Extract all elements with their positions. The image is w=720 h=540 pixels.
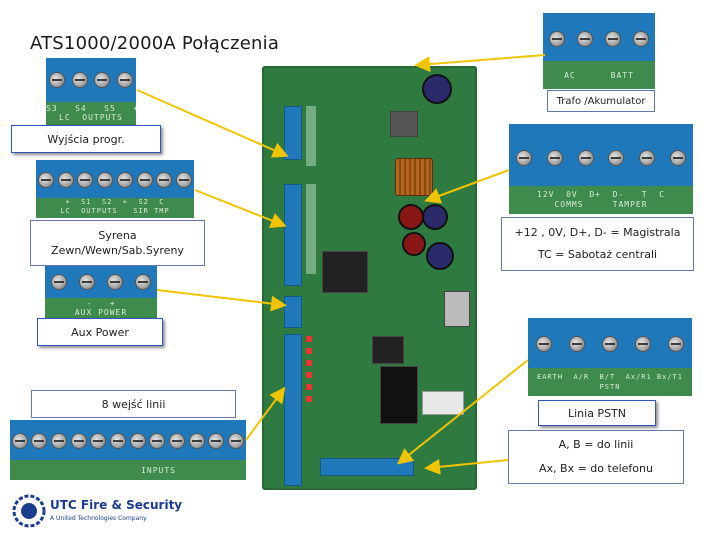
outputs-label: Wyjścia progr. (11, 125, 161, 153)
board-chip (372, 336, 404, 364)
inputs-terminal-label: INPUTS (10, 466, 246, 475)
bus-label: +12 , 0V, D+, D- = Magistrala TC = Sabot… (501, 217, 694, 271)
power-terminal-photo: AC BATT (543, 13, 655, 89)
board-led (306, 372, 312, 378)
board-capacitor (402, 232, 426, 256)
board-led (306, 360, 312, 366)
board-led (306, 336, 312, 342)
utc-globe-icon (12, 494, 46, 528)
pstn-terminal-photo: EARTH A/R B/T Ax/R1 Bx/T1 PSTN (528, 318, 692, 396)
board-capacitor (422, 204, 448, 230)
power-label-text: Trafo /Akumulator (557, 94, 646, 109)
board-relay (422, 391, 464, 415)
arrow-power (418, 55, 545, 65)
pstn-label-text: Linia PSTN (568, 406, 626, 421)
board-chip (322, 251, 368, 293)
aux-label-text: Aux Power (71, 325, 129, 340)
pstn-terminal-label: EARTH A/R B/T Ax/R1 Bx/T1 PSTN (528, 372, 692, 392)
board-capacitor (426, 242, 454, 270)
control-panel-board (262, 66, 477, 490)
board-silkscreen (306, 184, 316, 274)
inputs-label-text: 8 wejść linii (102, 397, 166, 412)
aux-terminal-label: - + AUX POWER (45, 299, 157, 317)
pstn-description-line1: A, B = do linii (559, 433, 634, 457)
board-led (306, 384, 312, 390)
lc-outputs-terminal-photo: S3 S4 S5 + LC OUTPUTS (46, 58, 136, 126)
board-terminal-siren (284, 184, 302, 286)
pstn-description-line2: Ax, Bx = do telefonu (539, 457, 653, 481)
siren-label: Syrena Zewn/Wewn/Sab.Syreny (30, 220, 205, 266)
inputs-terminal-photo: INPUTS (10, 420, 246, 480)
comms-terminal-photo: 12V 0V D+ D- T C COMMS TAMPER (509, 124, 693, 214)
board-terminal-inputs (284, 334, 302, 486)
bus-label-line2: TC = Sabotaż centrali (538, 244, 657, 266)
page-title: ATS1000/2000A Połączenia (30, 33, 279, 54)
outputs-label-text: Wyjścia progr. (47, 132, 124, 147)
comms-terminal-label: 12V 0V D+ D- T C COMMS TAMPER (509, 190, 693, 210)
aux-terminal-photo: - + AUX POWER (45, 264, 157, 318)
siren-label-line2: Zewn/Wewn/Sab.Syreny (51, 243, 184, 258)
board-coil (395, 158, 433, 196)
bus-label-line1: +12 , 0V, D+, D- = Magistrala (515, 222, 681, 244)
board-terminal-outputs (284, 106, 302, 160)
power-terminal-label: AC BATT (543, 71, 655, 80)
board-terminal-aux (284, 296, 302, 328)
pstn-label: Linia PSTN (538, 400, 656, 426)
aux-label: Aux Power (37, 318, 163, 346)
utc-logo: UTC Fire & Security A United Technologie… (12, 492, 212, 532)
board-led (306, 348, 312, 354)
board-heatsink (444, 291, 470, 327)
board-silkscreen (306, 106, 316, 166)
board-regulator (390, 111, 418, 137)
logo-name: UTC Fire & Security (50, 498, 182, 512)
board-terminal-bottom (320, 458, 414, 476)
board-modem-chip (380, 366, 418, 424)
logo-tagline: A United Technologies Company (50, 515, 147, 522)
board-led (306, 396, 312, 402)
pstn-description: A, B = do linii Ax, Bx = do telefonu (508, 430, 684, 484)
board-capacitor (398, 204, 424, 230)
inputs-label: 8 wejść linii (31, 390, 236, 418)
lc-outputs-terminal-label: S3 S4 S5 + LC OUTPUTS (46, 104, 136, 122)
siren-terminal-photo: + S1 S2 + S2 C LC OUTPUTS SIR TMP (36, 160, 194, 218)
board-capacitor (422, 74, 452, 104)
siren-terminal-label: + S1 S2 + S2 C LC OUTPUTS SIR TMP (36, 198, 194, 216)
power-label: Trafo /Akumulator (547, 90, 655, 112)
siren-label-line1: Syrena (98, 228, 136, 243)
